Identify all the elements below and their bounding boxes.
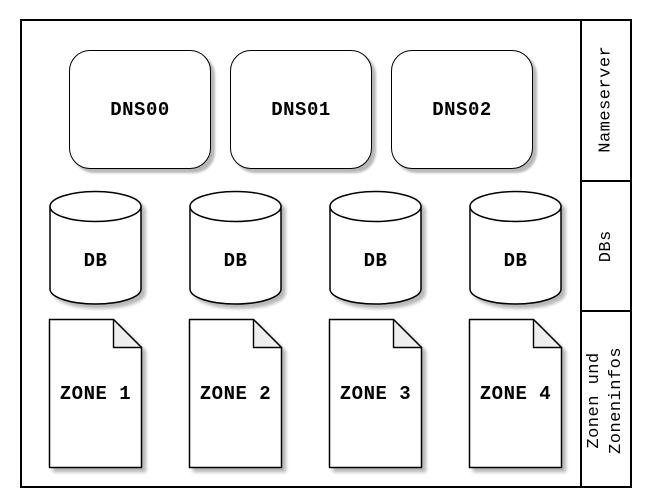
nameserver-node-dns00: DNS00 [69,50,211,169]
sidebar-section-label: Nameserver [596,45,616,154]
database-node-label: DB [503,249,528,272]
sidebar-section-dbs: DBs [582,180,632,310]
nameserver-node-label: DNS01 [271,98,331,121]
database-node-label: DB [83,249,108,272]
document-icon [468,318,563,469]
nameserver-node-label: DNS00 [110,98,170,121]
nameserver-node-label: DNS02 [432,98,492,121]
database-cylinder-icon [329,190,422,305]
document-icon [188,318,283,469]
zone-node-3: ZONE 3 [328,318,423,469]
sidebar-section-label: DBs [596,229,616,263]
sidebar-section-nameserver: Nameserver [582,19,632,180]
zone-node-label: ZONE 4 [479,382,552,405]
database-node-3: DB [328,190,423,305]
zone-node-1: ZONE 1 [48,318,143,469]
database-node-label: DB [363,249,388,272]
document-icon [48,318,143,469]
sidebar: Nameserver DBs Zonen und Zoneninfos [580,19,632,488]
zone-node-2: ZONE 2 [188,318,283,469]
sidebar-section-zonen: Zonen und Zoneninfos [582,310,632,488]
nameserver-node-dns02: DNS02 [391,50,533,169]
zone-node-label: ZONE 1 [59,382,132,405]
diagram-frame [20,19,632,488]
database-node-label: DB [223,249,248,272]
nameserver-node-dns01: DNS01 [230,50,372,169]
sidebar-section-label: Zonen und Zoneninfos [585,346,627,454]
document-icon [328,318,423,469]
database-cylinder-icon [189,190,282,305]
database-cylinder-icon [49,190,142,305]
zone-node-label: ZONE 3 [339,382,412,405]
zone-node-label: ZONE 2 [199,382,272,405]
zone-node-4: ZONE 4 [468,318,563,469]
database-node-1: DB [48,190,143,305]
database-cylinder-icon [469,190,562,305]
database-node-2: DB [188,190,283,305]
database-node-4: DB [468,190,563,305]
